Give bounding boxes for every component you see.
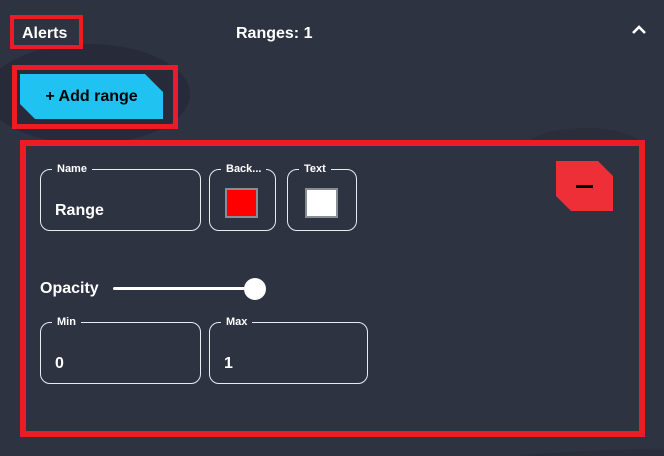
- range-name-input[interactable]: [41, 170, 200, 230]
- remove-button-ripple-shadow: [528, 128, 642, 146]
- collapse-panel-button[interactable]: [626, 18, 652, 44]
- opacity-slider[interactable]: [113, 278, 266, 300]
- minus-icon: [576, 185, 593, 188]
- range-name-field[interactable]: Name: [40, 162, 201, 231]
- opacity-label: Opacity: [40, 280, 99, 297]
- max-field[interactable]: Max: [209, 315, 368, 384]
- background-color-label: Back...: [221, 162, 267, 176]
- opacity-slider-track: [113, 287, 255, 290]
- text-color-swatch[interactable]: [305, 188, 338, 218]
- remove-range-button[interactable]: [556, 161, 613, 211]
- ranges-count-label: Ranges: 1: [236, 25, 313, 42]
- page-title: Alerts: [22, 25, 68, 42]
- bottom-right-ripple-shadow: [478, 448, 664, 456]
- text-color-field[interactable]: Text: [287, 162, 357, 231]
- add-range-button[interactable]: + Add range: [20, 74, 163, 119]
- background-color-swatch[interactable]: [225, 188, 258, 218]
- text-color-label: Text: [299, 162, 331, 176]
- opacity-slider-thumb[interactable]: [244, 278, 266, 300]
- min-field[interactable]: Min: [40, 315, 201, 384]
- max-input[interactable]: [210, 323, 367, 383]
- min-input[interactable]: [41, 323, 200, 383]
- chevron-up-icon: [628, 24, 650, 44]
- background-color-field[interactable]: Back...: [209, 162, 276, 231]
